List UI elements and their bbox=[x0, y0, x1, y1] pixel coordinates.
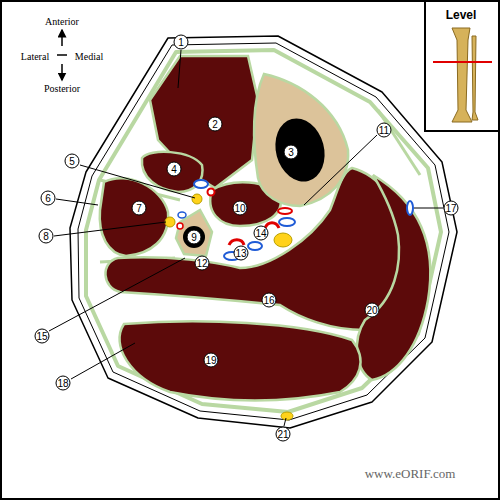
callout-number: 8 bbox=[39, 229, 54, 244]
callout-number: 18 bbox=[56, 376, 71, 391]
watermark: www.eORIF.com bbox=[365, 467, 456, 480]
inset-title: Level bbox=[446, 9, 477, 21]
callout-number: 13 bbox=[234, 246, 249, 261]
direction-label: Posterior bbox=[44, 84, 80, 94]
callout-number: 7 bbox=[132, 201, 147, 216]
direction-label: Anterior bbox=[45, 17, 79, 27]
callout-number: 21 bbox=[276, 427, 291, 442]
callout-number: 2 bbox=[208, 117, 223, 132]
callout-number: 16 bbox=[262, 293, 277, 308]
level-inset bbox=[425, 1, 499, 131]
callout-number: 4 bbox=[167, 162, 182, 177]
callout-number: 12 bbox=[195, 256, 210, 271]
callout-number: 1 bbox=[174, 35, 189, 50]
direction-label: Medial bbox=[75, 52, 103, 62]
callout-number: 6 bbox=[41, 191, 56, 206]
callout-number: 9 bbox=[187, 230, 202, 245]
callout-number: 5 bbox=[65, 154, 80, 169]
callout-number: 17 bbox=[444, 201, 459, 216]
callout-number: 3 bbox=[284, 145, 299, 160]
callout-number: 20 bbox=[365, 303, 380, 318]
callout-number: 11 bbox=[377, 123, 392, 138]
orientation-arrows bbox=[57, 30, 67, 80]
muscles bbox=[100, 56, 431, 400]
callout-number: 10 bbox=[233, 201, 248, 216]
callout-number: 19 bbox=[204, 353, 219, 368]
callout-number: 14 bbox=[254, 226, 269, 241]
callout-number: 15 bbox=[35, 329, 50, 344]
vessels-nerves bbox=[165, 180, 413, 420]
leader-lines bbox=[49, 50, 443, 426]
direction-label: Lateral bbox=[21, 52, 49, 62]
